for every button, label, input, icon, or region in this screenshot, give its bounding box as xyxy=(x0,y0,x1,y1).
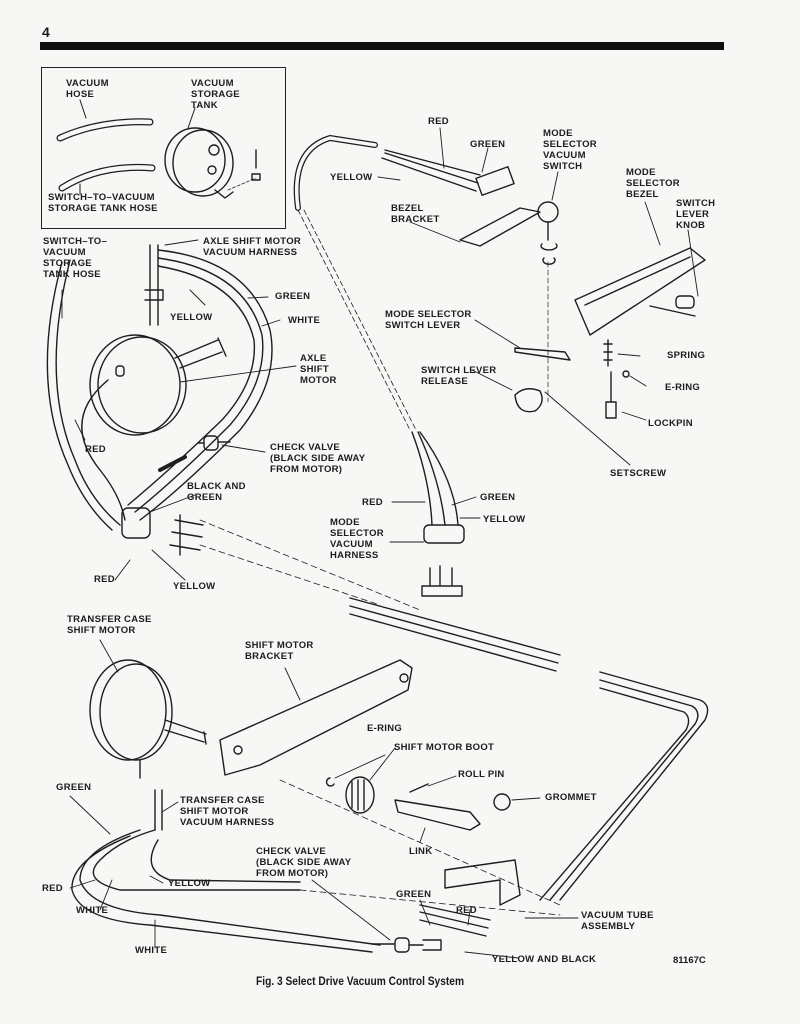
small-parts-drawing xyxy=(325,776,511,831)
page-number: 4 xyxy=(42,24,50,40)
label-red: RED xyxy=(428,116,449,127)
label-e-ring-bottom: E-RING xyxy=(367,723,403,734)
label-white-bottom-1: WHITE xyxy=(76,905,109,916)
label-setscrew: SETSCREW xyxy=(610,468,667,479)
label-bezel-bracket: BEZEL BRACKET xyxy=(391,203,440,225)
mode-selector-bezel-drawing xyxy=(574,247,706,336)
label-shift-motor-bracket: SHIFT MOTOR BRACKET xyxy=(245,640,314,662)
dashed-routing-lines xyxy=(199,519,561,916)
vacuum-hose-drawing xyxy=(56,118,156,192)
label-mode-selector-switch-lever: MODE SELECTOR SWITCH LEVER xyxy=(385,309,472,331)
shift-motor-bracket-drawing xyxy=(219,659,413,776)
vacuum-storage-tank-drawing xyxy=(164,127,261,199)
axle-harness-lines xyxy=(46,249,273,531)
inset-leader-lines xyxy=(79,99,196,195)
label-red-harness: RED xyxy=(362,497,383,508)
figure-reference-code: 81167C xyxy=(673,955,706,966)
label-yellow-and-black: YELLOW AND BLACK xyxy=(492,954,597,965)
label-e-ring-top: E-RING xyxy=(665,382,701,393)
label-red-connector: RED xyxy=(94,574,115,585)
label-roll-pin: ROLL PIN xyxy=(458,769,505,780)
leader-lines xyxy=(61,127,699,959)
label-mode-selector-vacuum-switch: MODE SELECTOR VACUUM SWITCH xyxy=(543,128,597,172)
inset-box xyxy=(41,67,286,229)
vacuum-tube-assembly-drawing xyxy=(349,597,709,937)
transfer-harness-lines xyxy=(71,789,381,953)
label-spring: SPRING xyxy=(667,350,706,361)
label-transfer-case-shift-motor: TRANSFER CASE SHIFT MOTOR xyxy=(67,614,152,636)
label-red-bottom: RED xyxy=(456,905,477,916)
connector-left-drawing xyxy=(121,507,204,556)
label-yellow-connector: YELLOW xyxy=(173,581,216,592)
label-green: GREEN xyxy=(470,139,506,150)
header-rule xyxy=(40,42,724,50)
label-vacuum-tube-assembly: VACUUM TUBE ASSEMBLY xyxy=(581,910,654,932)
label-red-left: RED xyxy=(85,444,106,455)
label-white-bottom-2: WHITE xyxy=(135,945,168,956)
label-green-bottom-left: GREEN xyxy=(56,782,92,793)
axle-shift-motor-drawing xyxy=(89,244,227,436)
label-switch-lever-release: SWITCH LEVER RELEASE xyxy=(421,365,497,387)
label-red-bottom-left: RED xyxy=(42,883,63,894)
label-grommet: GROMMET xyxy=(545,792,597,803)
label-white-axle: WHITE xyxy=(288,315,321,326)
label-green-bottom: GREEN xyxy=(396,889,432,900)
figure-caption: Fig. 3 Select Drive Vacuum Control Syste… xyxy=(256,974,465,988)
label-yellow-bottom: YELLOW xyxy=(168,878,211,889)
label-switch-to-vacuum-storage-tank-hose-left: SWITCH–TO– VACUUM STORAGE TANK HOSE xyxy=(43,236,108,280)
label-mode-selector-bezel: MODE SELECTOR BEZEL xyxy=(626,167,680,200)
check-valve-bottom-drawing xyxy=(371,937,442,953)
label-switch-to-vacuum-storage-tank-hose: SWITCH–TO–VACUUM STORAGE TANK HOSE xyxy=(48,192,158,214)
label-switch-lever-knob: SWITCH LEVER KNOB xyxy=(676,198,716,231)
label-black-and-green: BLACK AND GREEN xyxy=(187,481,246,503)
label-lockpin: LOCKPIN xyxy=(648,418,693,429)
upper-harness-drawing xyxy=(293,135,515,431)
mode-selector-switch-drawing xyxy=(459,201,559,403)
label-yellow-axle: YELLOW xyxy=(170,312,213,323)
label-mode-selector-vacuum-harness: MODE SELECTOR VACUUM HARNESS xyxy=(330,517,384,561)
label-vacuum-storage-tank: VACUUM STORAGE TANK xyxy=(191,78,240,111)
label-transfer-case-shift-motor-vacuum-harness: TRANSFER CASE SHIFT MOTOR VACUUM HARNESS xyxy=(180,795,275,828)
label-shift-motor-boot: SHIFT MOTOR BOOT xyxy=(394,742,495,753)
label-link: LINK xyxy=(409,846,433,857)
label-vacuum-hose: VACUUM HOSE xyxy=(66,78,109,100)
check-valve-top-drawing xyxy=(158,435,231,472)
label-check-valve-top: CHECK VALVE (BLACK SIDE AWAY FROM MOTOR) xyxy=(270,442,366,475)
label-axle-shift-motor-vacuum-harness: AXLE SHIFT MOTOR VACUUM HARNESS xyxy=(203,236,302,258)
lever-parts-drawing xyxy=(514,339,630,419)
label-yellow-harness: YELLOW xyxy=(483,514,526,525)
label-green-axle: GREEN xyxy=(275,291,311,302)
label-axle-shift-motor: AXLE SHIFT MOTOR xyxy=(300,353,337,386)
transfer-case-shift-motor-drawing xyxy=(89,659,207,779)
label-check-valve-bottom: CHECK VALVE (BLACK SIDE AWAY FROM MOTOR) xyxy=(256,846,352,879)
label-yellow: YELLOW xyxy=(330,172,373,183)
label-green-harness: GREEN xyxy=(480,492,516,503)
mode-harness-drawing xyxy=(411,431,465,597)
